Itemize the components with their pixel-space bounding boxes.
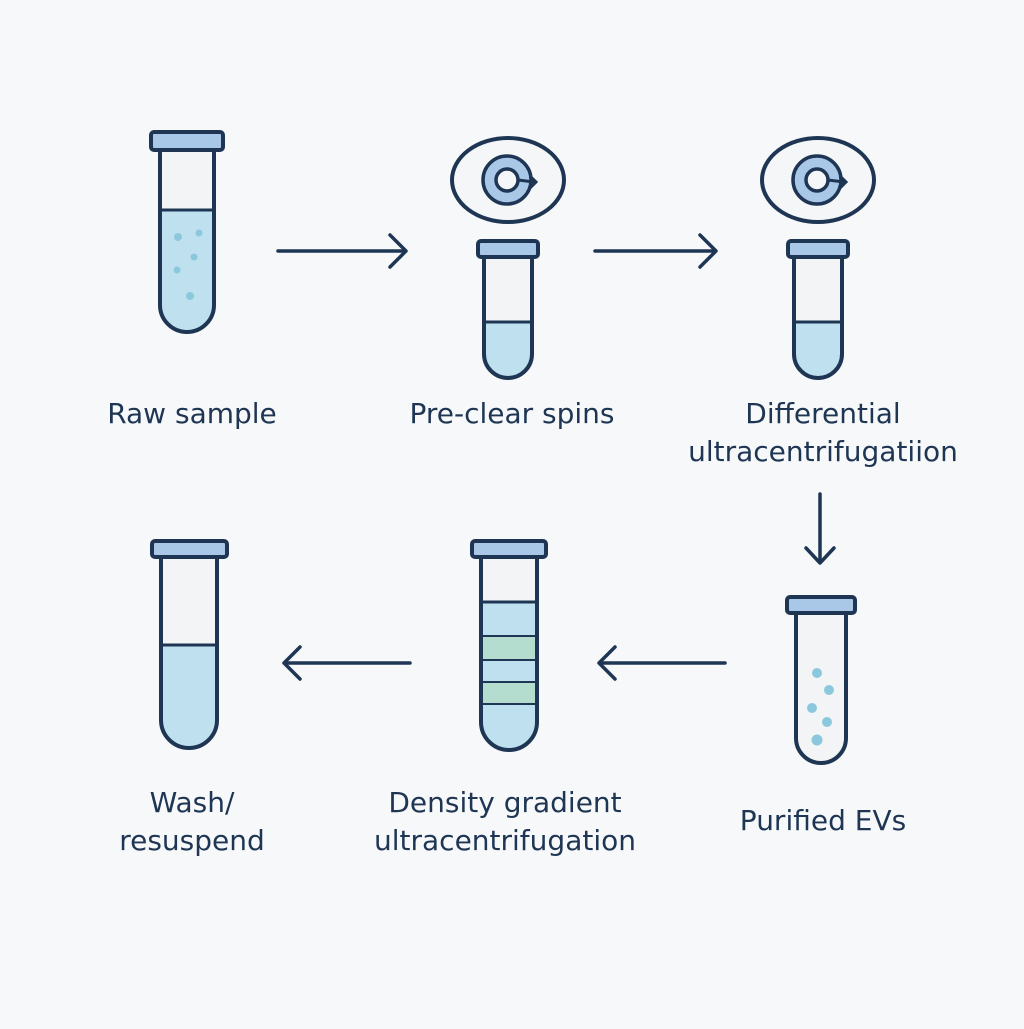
- step-label-raw-sample: Raw sample: [107, 397, 277, 430]
- arrow-icon: [282, 645, 412, 681]
- arrow-icon: [597, 645, 727, 681]
- density-gradient-tube-icon: [470, 539, 548, 752]
- step-label-differential-ultracentrifugation: Differential ultracentrifugatiion: [688, 397, 958, 468]
- pre-clear-tube-icon: [476, 239, 540, 380]
- centrifuge-rotor-icon: [760, 136, 876, 224]
- arrow-icon: [804, 492, 836, 565]
- step-label-pre-clear-spins: Pre-clear spins: [409, 397, 615, 430]
- differential-uc-tube-icon: [786, 239, 850, 380]
- step-label-wash-resuspend: Wash/ resuspend: [119, 786, 265, 857]
- wash-resuspend-tube-icon: [150, 539, 229, 750]
- arrow-icon: [593, 233, 718, 269]
- purified-evs-tube-icon: [785, 595, 857, 765]
- arrow-icon: [276, 233, 408, 269]
- step-label-purified-evs: Purified EVs: [739, 804, 907, 837]
- step-label-density-gradient-ultracentrifugation: Density gradient ultracentrifugation: [374, 786, 636, 857]
- raw-sample-tube-icon: [149, 130, 225, 334]
- centrifuge-rotor-icon: [450, 136, 566, 224]
